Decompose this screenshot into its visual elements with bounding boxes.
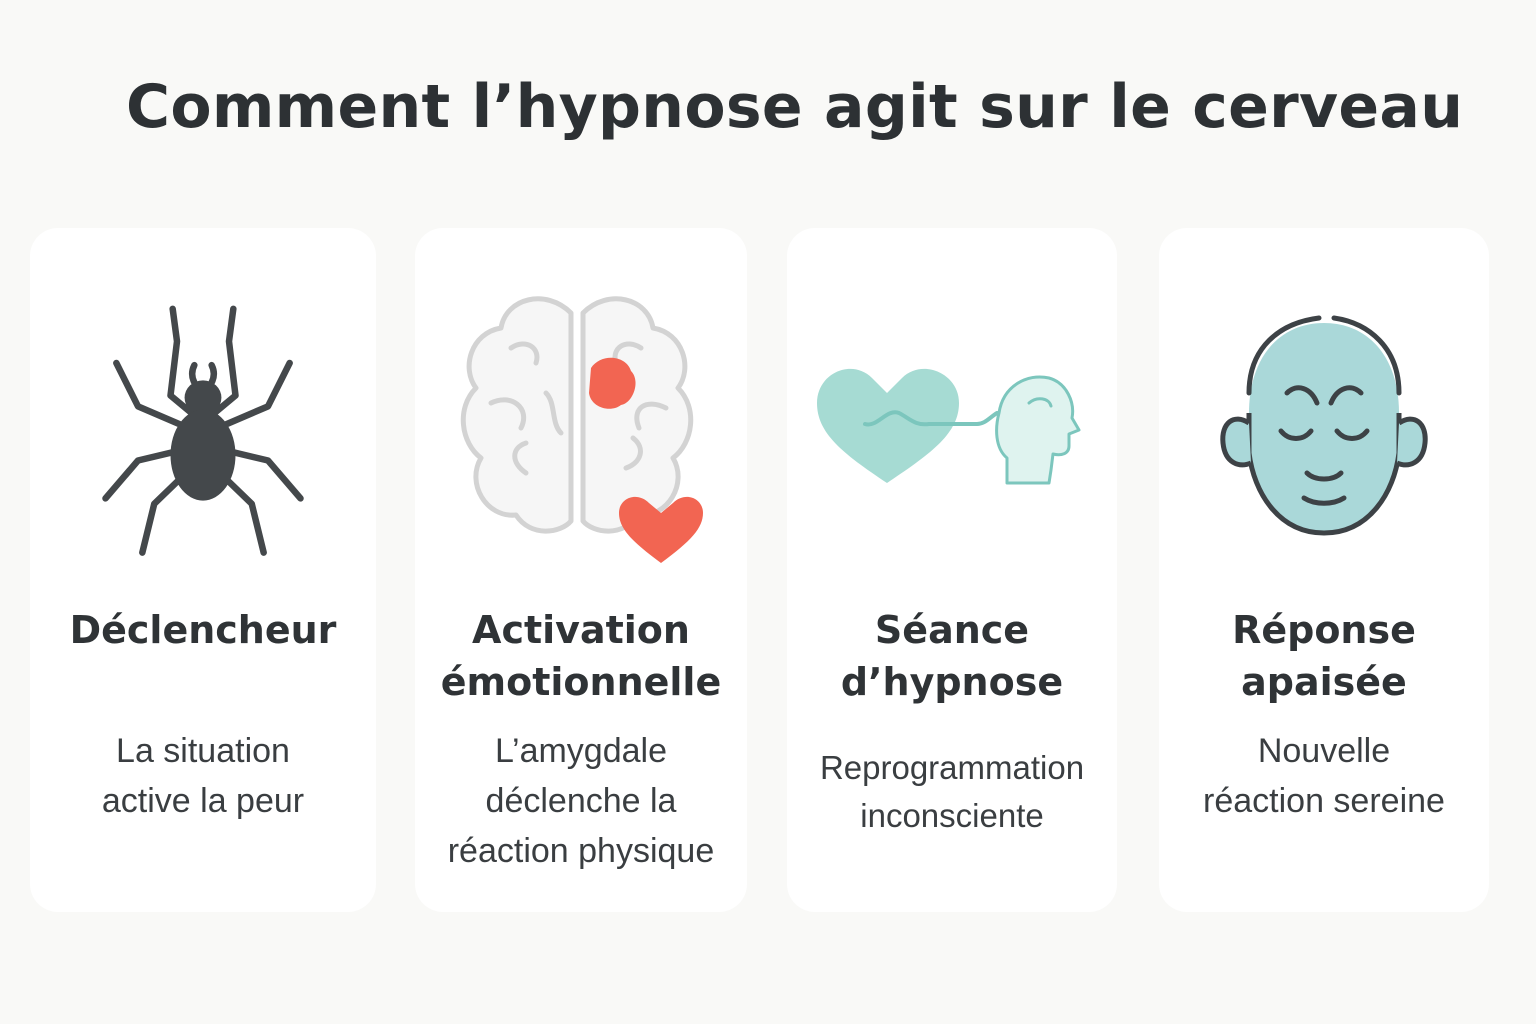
step-description: Reprogrammation inconsciente — [819, 749, 1085, 834]
heart-head-connection-icon — [787, 278, 1117, 578]
step-card-trigger: Déclencheur La situation active la peur — [30, 228, 376, 912]
step-title: Séance d’hypnose — [840, 608, 1064, 704]
step-card-emotional-activation: Activation émotionnelle L’amygdale décle… — [415, 228, 747, 912]
step-description: Nouvelle réaction sereine — [1203, 732, 1445, 820]
step-title: Activation émotionnelle — [440, 608, 722, 704]
step-card-hypnosis-session: Séance d’hypnose Reprogrammation inconsc… — [787, 228, 1117, 912]
step-description: L’amygdale déclenche la réaction physiqu… — [447, 732, 715, 870]
step-description: La situation active la peur — [101, 732, 305, 820]
calm-face-icon — [1159, 278, 1489, 578]
spider-icon — [30, 278, 376, 578]
page-title: Comment l’hypnose agit sur le cerveau — [126, 72, 1464, 142]
step-title: Déclencheur — [69, 608, 337, 652]
step-title: Réponse apaisée — [1232, 608, 1416, 704]
step-card-calm-response: Réponse apaisée Nouvelle réaction serein… — [1159, 228, 1489, 912]
brain-with-heart-icon — [415, 278, 747, 578]
